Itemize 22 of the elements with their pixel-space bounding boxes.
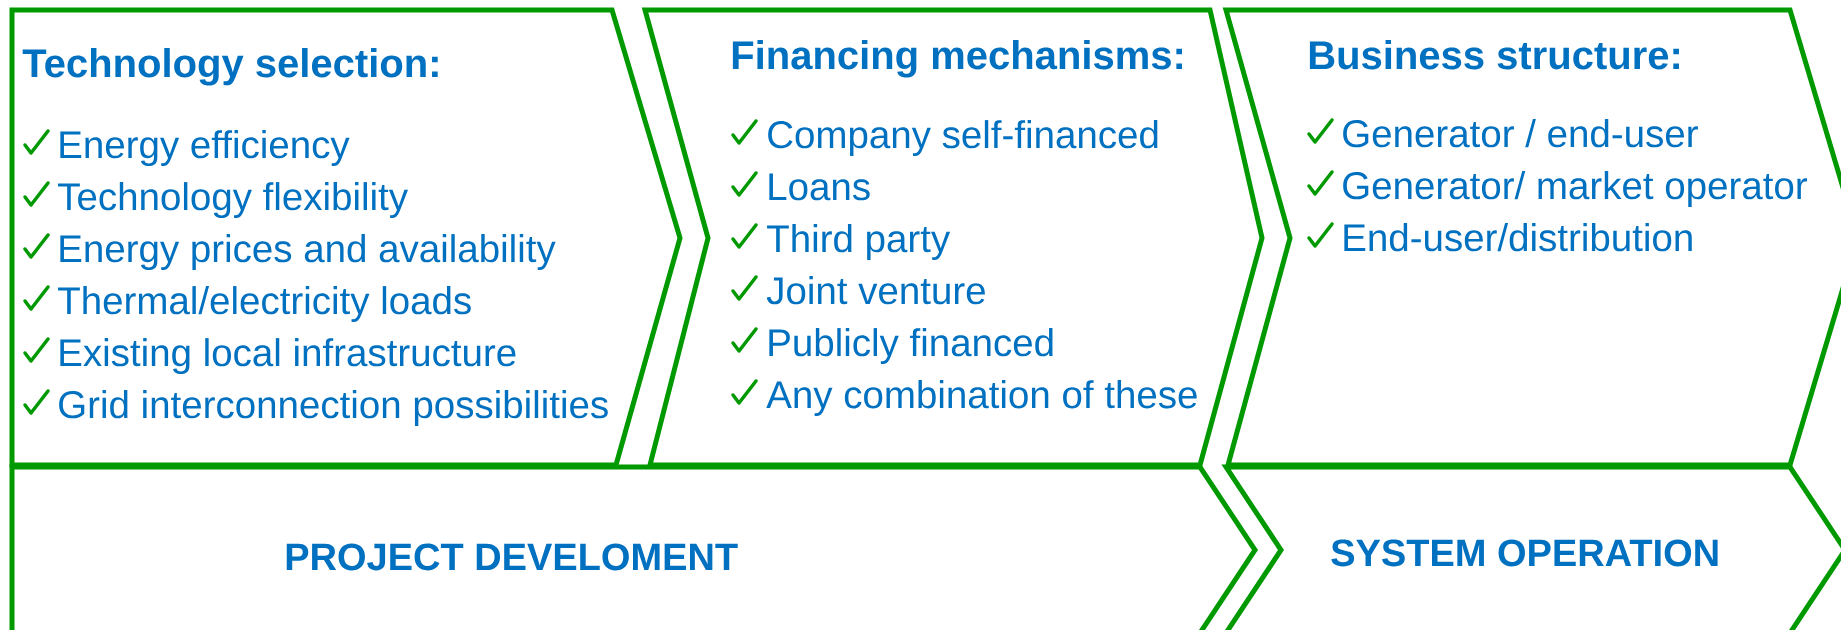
band-title: SYSTEM OPERATION: [1331, 539, 1718, 567]
list-item: Any combination of these: [766, 380, 1197, 416]
list-item: Thermal/electricity loads: [58, 286, 471, 322]
heading: Business structure:: [1309, 40, 1679, 70]
heading: Technology selection:: [22, 48, 438, 86]
list-item: Grid interconnection possibilities: [59, 390, 608, 426]
list-item: Company self-financed: [768, 120, 1158, 156]
list-item: Energy efficiency: [60, 130, 350, 166]
list-item: Generator / end-user: [1343, 119, 1698, 148]
chevron-band: [9, 464, 1258, 630]
list-item: Publicly financed: [769, 328, 1053, 364]
list-item: Third party: [767, 224, 951, 260]
list-item: Generator/ market operator: [1343, 171, 1807, 207]
chevron-band: [1221, 464, 1841, 630]
list-item: Joint venture: [766, 276, 985, 305]
list-item: Loans: [769, 173, 870, 201]
list-item: Technology flexibility: [58, 182, 408, 218]
band-title: PROJECT DEVELOMENT: [286, 543, 738, 571]
list-item: Existing local infrastructure: [60, 338, 516, 374]
list-item: End-user/distribution: [1344, 223, 1692, 252]
heading: Financing mechanisms:: [732, 40, 1182, 78]
list-item: Energy prices and availability: [60, 234, 556, 270]
